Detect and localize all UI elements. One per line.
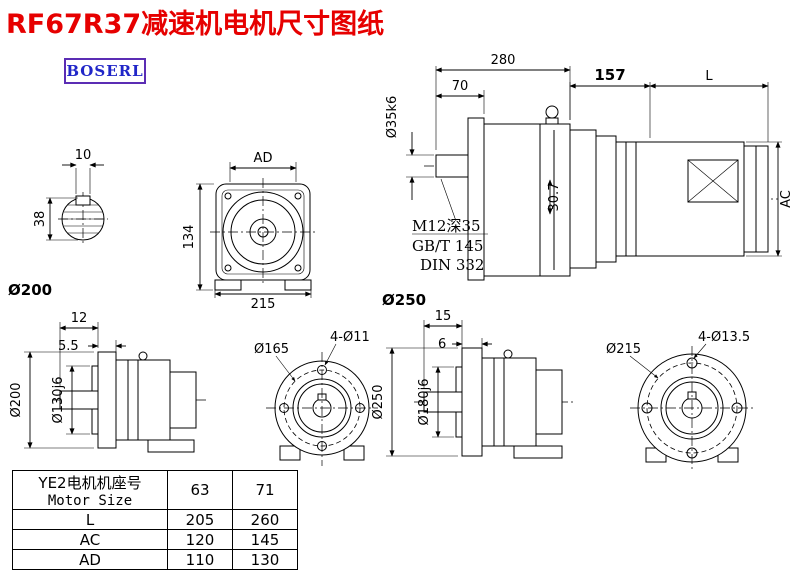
table-cell-size-63: 63 [167, 470, 233, 510]
dim-70: 70 [452, 79, 469, 94]
dim-134: 134 [182, 225, 197, 250]
table-cell-row-label: AC [12, 529, 168, 550]
label-holes-4-d13-5: 4-Ø13.5 [698, 330, 750, 345]
dim-shaft-diameter: 38 [33, 211, 48, 228]
dim-15: 15 [435, 309, 452, 324]
dim-flange-od-250: Ø250 [371, 384, 386, 419]
dim-ad: AD [254, 151, 273, 166]
page-title: RF67R37减速机电机尺寸图纸 [6, 9, 385, 40]
flange-small-side-view: 12 5.5 Ø200 Ø130j6 [9, 311, 208, 453]
header-label-en: Motor Size [47, 492, 133, 509]
table-row-l: L 205 260 [12, 509, 298, 530]
assembly-side-view: 280 70 157 L Ø35k6 M12深35 GB/T 145 DIN 3… [382, 53, 794, 309]
dim-key-width: 10 [75, 148, 92, 163]
label-holes-4-d11: 4-Ø11 [330, 330, 370, 345]
dim-l: L [705, 69, 713, 84]
shaft-section-view: 10 38 Ø200 [8, 148, 108, 299]
table-header-row: YE2电机机座号 Motor Size 63 71 [12, 470, 298, 510]
table-cell-value: 145 [232, 529, 298, 550]
dim-215: 215 [251, 297, 276, 312]
table-cell-row-label: L [12, 509, 168, 530]
dim-280: 280 [491, 53, 516, 68]
header-label-cn: YE2电机机座号 [38, 473, 142, 492]
table-row-ac: AC 120 145 [12, 529, 298, 550]
dim-5-5: 5.5 [58, 339, 79, 354]
table-row-ad: AD 110 130 [12, 549, 298, 570]
label-tap-m12: M12深35 [412, 217, 481, 235]
flange-small-front-view: 4-Ø11 Ø165 [254, 330, 378, 466]
label-flange-d200: Ø200 [8, 281, 52, 299]
dim-ac: AC [779, 190, 794, 208]
label-bcd-165: Ø165 [254, 342, 289, 357]
table-cell-value: 260 [232, 509, 298, 530]
label-bcd-215: Ø215 [606, 342, 641, 357]
table-cell-value: 110 [167, 549, 233, 570]
table-cell-size-71: 71 [232, 470, 298, 510]
dim-flange-od-200: Ø200 [9, 382, 24, 417]
boserl-logo: BOSERL [64, 58, 146, 84]
label-din332: DIN 332 [420, 256, 484, 274]
dim-shaft-d35k6: Ø35k6 [385, 96, 400, 139]
flange-large-side-view: 15 6 Ø250 Ø180j6 [371, 309, 574, 459]
logo-text: BOSERL [66, 62, 144, 80]
dim-30-7: 30.7 [547, 183, 562, 212]
label-flange-d250: Ø250 [382, 291, 426, 309]
table-cell-value: 205 [167, 509, 233, 530]
table-cell-value: 130 [232, 549, 298, 570]
dim-157: 157 [594, 66, 625, 84]
gearbox-front-view: AD 215 134 [182, 151, 316, 312]
flange-large-front-view: 4-Ø13.5 Ø215 [606, 330, 754, 470]
dim-spigot-180j6: Ø180j6 [417, 379, 432, 426]
table-cell-row-label: AD [12, 549, 168, 570]
table-cell-value: 120 [167, 529, 233, 550]
dim-spigot-130j6: Ø130j6 [51, 377, 66, 424]
dim-12: 12 [71, 311, 88, 326]
table-cell-motor-size-label: YE2电机机座号 Motor Size [12, 470, 168, 510]
dim-6: 6 [438, 337, 446, 352]
motor-size-table: YE2电机机座号 Motor Size 63 71 L 205 260 AC 1… [12, 470, 298, 570]
label-gbt145: GB/T 145 [412, 237, 483, 255]
